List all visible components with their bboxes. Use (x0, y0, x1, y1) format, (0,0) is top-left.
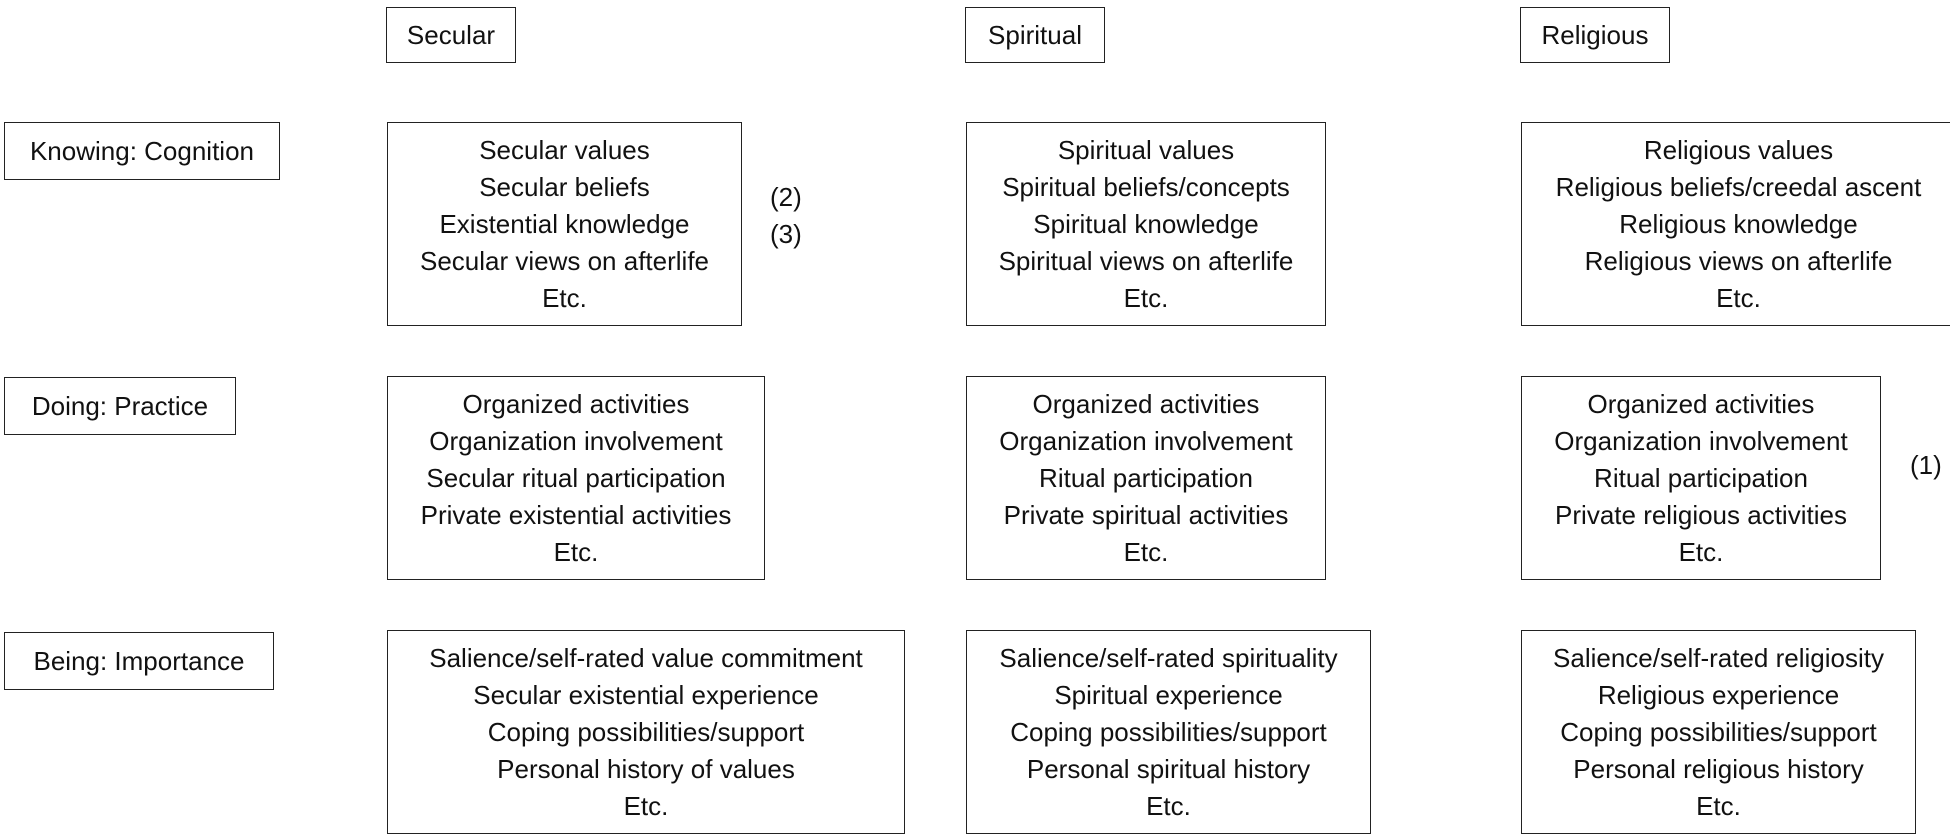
cell-line: Ritual participation (1039, 462, 1253, 493)
cell-line: Etc. (1123, 536, 1169, 567)
cell-being-secular: Salience/self-rated value commitment Sec… (387, 630, 905, 834)
row-label-doing-text: Doing: Practice (31, 390, 209, 421)
cell-line: Spiritual views on afterlife (998, 245, 1294, 276)
cell-being-spiritual: Salience/self-rated spirituality Spiritu… (966, 630, 1371, 834)
cell-line: Secular ritual participation (426, 462, 726, 493)
cell-line: Spiritual experience (1054, 679, 1283, 710)
cell-line: Etc. (1716, 282, 1761, 313)
cell-line: Spiritual values (1057, 134, 1235, 165)
cell-being-religious: Salience/self-rated religiosity Religiou… (1521, 630, 1916, 834)
cell-line: Etc. (1146, 790, 1191, 821)
cell-line: Private religious activities (1555, 499, 1847, 530)
cell-line: Salience/self-rated spirituality (999, 642, 1338, 673)
cell-line: Organization involvement (1554, 425, 1848, 456)
cell-line: Religious values (1643, 134, 1834, 165)
column-header-religious: Religious (1520, 7, 1670, 63)
cell-line: Coping possibilities/support (1010, 716, 1327, 747)
column-header-secular-label: Secular (406, 19, 496, 50)
row-label-being-text: Being: Importance (33, 645, 245, 676)
reference-marker-1: (1) (1910, 450, 1942, 480)
cell-line: Etc. (623, 790, 669, 821)
cell-line: Private existential activities (420, 499, 732, 530)
column-header-secular: Secular (386, 7, 516, 63)
cell-line: Ritual participation (1594, 462, 1808, 493)
cell-line: Religious views on afterlife (1584, 245, 1893, 276)
cell-line: Salience/self-rated religiosity (1553, 642, 1884, 673)
cell-line: Organized activities (1032, 388, 1260, 419)
cell-line: Personal religious history (1573, 753, 1864, 784)
cell-line: Spiritual beliefs/concepts (1002, 171, 1290, 202)
cell-line: Secular beliefs (479, 171, 650, 202)
reference-marker-2: (2) (770, 182, 802, 212)
row-label-doing: Doing: Practice (4, 377, 236, 435)
cell-line: Etc. (542, 282, 587, 313)
cell-line: Organization involvement (429, 425, 723, 456)
cell-line: Secular values (479, 134, 650, 165)
cell-line: Secular existential experience (473, 679, 819, 710)
cell-line: Organization involvement (999, 425, 1293, 456)
cell-line: Coping possibilities/support (1560, 716, 1877, 747)
cell-doing-secular: Organized activities Organization involv… (387, 376, 765, 580)
row-label-knowing-text: Knowing: Cognition (29, 135, 255, 166)
reference-marker-3: (3) (770, 219, 802, 249)
cell-doing-spiritual: Organized activities Organization involv… (966, 376, 1326, 580)
column-header-spiritual: Spiritual (965, 7, 1105, 63)
cell-line: Personal spiritual history (1026, 753, 1311, 784)
cell-line: Personal history of values (497, 753, 795, 784)
cell-line: Etc. (1696, 790, 1741, 821)
row-label-knowing: Knowing: Cognition (4, 122, 280, 180)
cell-line: Existential knowledge (439, 208, 690, 239)
cell-line: Etc. (1123, 282, 1169, 313)
row-label-being: Being: Importance (4, 632, 274, 690)
cell-line: Organized activities (1587, 388, 1815, 419)
cell-knowing-spiritual: Spiritual values Spiritual beliefs/conce… (966, 122, 1326, 326)
cell-doing-religious: Organized activities Organization involv… (1521, 376, 1881, 580)
cell-line: Secular views on afterlife (419, 245, 710, 276)
cell-line: Spiritual knowledge (1033, 208, 1259, 239)
cell-line: Private spiritual activities (1003, 499, 1289, 530)
cell-line: Organized activities (462, 388, 690, 419)
cell-line: Etc. (1678, 536, 1724, 567)
cell-line: Religious experience (1597, 679, 1840, 710)
cell-knowing-secular: Secular values Secular beliefs Existenti… (387, 122, 742, 326)
column-header-religious-label: Religious (1541, 19, 1649, 50)
cell-line: Salience/self-rated value commitment (429, 642, 863, 673)
cell-line: Etc. (553, 536, 599, 567)
cell-line: Religious beliefs/creedal ascent (1555, 171, 1922, 202)
cell-line: Coping possibilities/support (487, 716, 805, 747)
column-header-spiritual-label: Spiritual (988, 19, 1082, 50)
cell-knowing-religious: Religious values Religious beliefs/creed… (1521, 122, 1950, 326)
cell-line: Religious knowledge (1619, 208, 1858, 239)
